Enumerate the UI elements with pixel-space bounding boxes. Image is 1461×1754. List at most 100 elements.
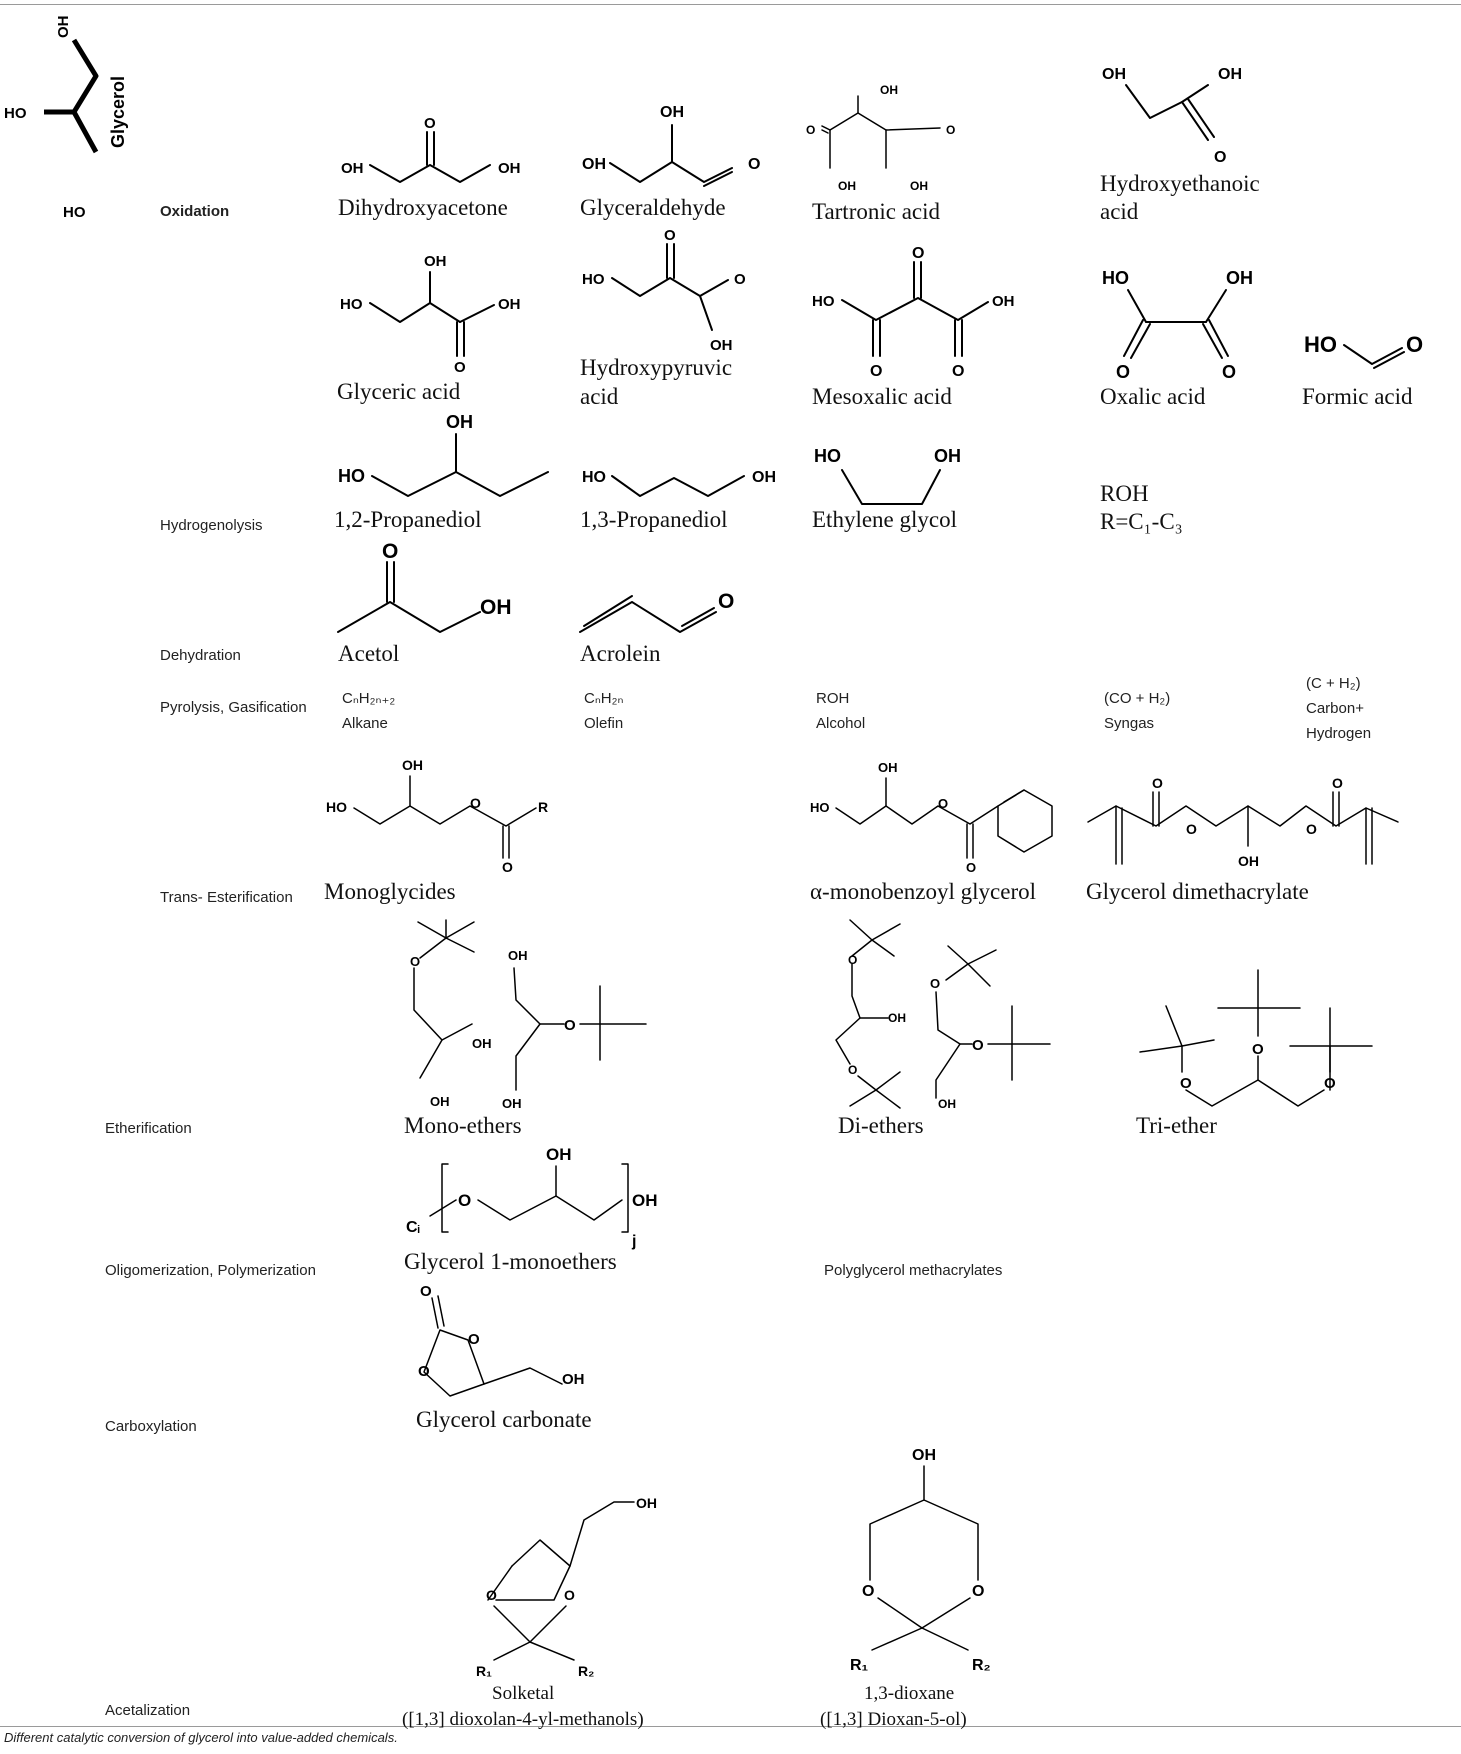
- pyrolysis-olefin-name: Olefin: [584, 715, 624, 732]
- pyrolysis-alcohol-name: Alcohol: [816, 715, 866, 732]
- name-acetol: Acetol: [338, 641, 400, 666]
- svg-text:O: O: [1406, 332, 1423, 357]
- svg-text:OH: OH: [1218, 66, 1242, 83]
- name-tartronic: Tartronic acid: [812, 199, 941, 224]
- svg-text:OH: OH: [498, 160, 521, 177]
- svg-text:O: O: [1152, 775, 1163, 791]
- svg-text:O: O: [424, 115, 436, 132]
- svg-text:HO: HO: [812, 293, 835, 310]
- svg-text:O: O: [1186, 821, 1197, 837]
- svg-text:OH: OH: [878, 760, 898, 775]
- svg-text:OH: OH: [498, 296, 521, 313]
- glyceric-structure: HO OH OH O: [340, 253, 521, 376]
- svg-text:O: O: [734, 271, 746, 288]
- name-roh: ROH: [1100, 481, 1149, 506]
- category-etherification: Etherification: [105, 1120, 192, 1137]
- name-hydroxyethanoic-2: acid: [1100, 199, 1139, 224]
- dimethacrylate-structure: O O OH O O: [1087, 775, 1399, 869]
- svg-text:O: O: [972, 1583, 984, 1600]
- svg-text:O: O: [848, 1063, 857, 1077]
- top-rule: [0, 4, 1461, 5]
- svg-text:O: O: [946, 123, 955, 137]
- svg-text:OH: OH: [472, 1036, 492, 1051]
- svg-text:O: O: [486, 1587, 497, 1603]
- mesoxalic-structure: HO O O O OH: [812, 245, 1015, 380]
- svg-text:O: O: [972, 1037, 984, 1054]
- formic-structure: HO O: [1304, 332, 1423, 369]
- svg-text:Cᵢ: Cᵢ: [406, 1219, 420, 1236]
- pyrolysis-carbon-formula: (C + H₂): [1306, 675, 1361, 692]
- svg-text:OH: OH: [938, 1097, 956, 1111]
- svg-text:R: R: [538, 799, 548, 815]
- svg-text:O: O: [664, 227, 676, 244]
- svg-text:O: O: [1116, 362, 1130, 382]
- svg-text:O: O: [952, 363, 964, 380]
- svg-text:O: O: [848, 953, 857, 967]
- svg-text:R₁: R₁: [850, 1657, 869, 1674]
- svg-text:O: O: [912, 245, 924, 262]
- svg-text:O: O: [1180, 1075, 1192, 1092]
- svg-text:OH: OH: [910, 179, 928, 193]
- svg-text:O: O: [748, 156, 760, 173]
- glycerol-oh: OH: [55, 16, 72, 39]
- dioxane-structure: OH O O R₁ R₂: [850, 1447, 991, 1674]
- name-monoethers: Mono-ethers: [404, 1113, 522, 1138]
- svg-text:O: O: [966, 860, 976, 875]
- glycerol-structure: OH HO HO Glycerol: [4, 16, 128, 222]
- hydroxypyruvic-structure: HO O O OH: [582, 227, 746, 354]
- name-solketal-sub: ([1,3] dioxolan-4-yl-methanols): [402, 1709, 644, 1730]
- glycerol-monoethers-structure: Cᵢ O OH OH j: [406, 1145, 658, 1250]
- svg-text:O: O: [1252, 1041, 1264, 1058]
- svg-text:O: O: [1306, 821, 1317, 837]
- name-formic: Formic acid: [1302, 384, 1413, 409]
- glycerol-label: Glycerol: [108, 76, 128, 148]
- svg-text:R₂: R₂: [972, 1657, 991, 1674]
- svg-text:OH: OH: [402, 757, 423, 773]
- name-dihydroxyacetone: Dihydroxyacetone: [338, 195, 508, 220]
- svg-text:OH: OH: [1238, 853, 1259, 869]
- svg-text:OH: OH: [502, 1096, 522, 1111]
- monoglycides-structure: HO OH O O R: [326, 757, 548, 875]
- svg-text:O: O: [564, 1017, 576, 1034]
- svg-text:j: j: [631, 1233, 636, 1250]
- svg-text:OH: OH: [508, 948, 528, 963]
- svg-text:HO: HO: [1102, 268, 1129, 288]
- svg-text:O: O: [382, 540, 398, 563]
- solketal-structure: O O R₁ R₂ OH: [476, 1495, 657, 1679]
- svg-text:OH: OH: [660, 104, 684, 121]
- name-monobenzoyl: α-monobenzoyl glycerol: [810, 879, 1037, 904]
- name-glycerol-monoethers: Glycerol 1-monoethers: [404, 1249, 617, 1274]
- svg-text:OH: OH: [934, 446, 961, 466]
- svg-text:OH: OH: [446, 412, 473, 432]
- category-oxidation: Oxidation: [160, 203, 230, 220]
- name-diethers: Di-ethers: [838, 1113, 924, 1138]
- name-propanediol13: 1,3-Propanediol: [580, 507, 728, 532]
- svg-text:OH: OH: [424, 253, 447, 270]
- svg-text:OH: OH: [480, 596, 512, 619]
- svg-text:HO: HO: [814, 446, 841, 466]
- figure-caption: Different catalytic conversion of glycer…: [4, 1730, 398, 1745]
- svg-text:O: O: [806, 123, 815, 137]
- category-transesterification: Trans- Esterification: [160, 889, 293, 906]
- svg-text:O: O: [418, 1363, 430, 1380]
- glycerol-ho-bot: HO: [63, 204, 86, 221]
- category-hydrogenolysis: Hydrogenolysis: [160, 517, 263, 534]
- name-glyceric: Glyceric acid: [337, 379, 461, 404]
- svg-text:OH: OH: [1102, 66, 1126, 83]
- name-triether: Tri-ether: [1136, 1113, 1217, 1138]
- svg-text:OH: OH: [636, 1495, 657, 1511]
- svg-text:O: O: [862, 1583, 874, 1600]
- glyceraldehyde-structure: OH OH O: [582, 104, 760, 187]
- svg-text:OH: OH: [838, 179, 856, 193]
- category-oligomerization: Oligomerization, Polymerization: [105, 1262, 316, 1279]
- name-mesoxalic: Mesoxalic acid: [812, 384, 952, 409]
- pyrolysis-syngas-name: Syngas: [1104, 715, 1155, 732]
- svg-text:O: O: [470, 795, 481, 811]
- tartronic-structure: OH O OH O OH: [806, 83, 955, 193]
- svg-text:OH: OH: [888, 1011, 906, 1025]
- name-hydroxypyruvic-2: acid: [580, 384, 619, 409]
- svg-text:O: O: [1332, 775, 1343, 791]
- category-dehydration: Dehydration: [160, 647, 241, 664]
- svg-text:O: O: [420, 1283, 432, 1300]
